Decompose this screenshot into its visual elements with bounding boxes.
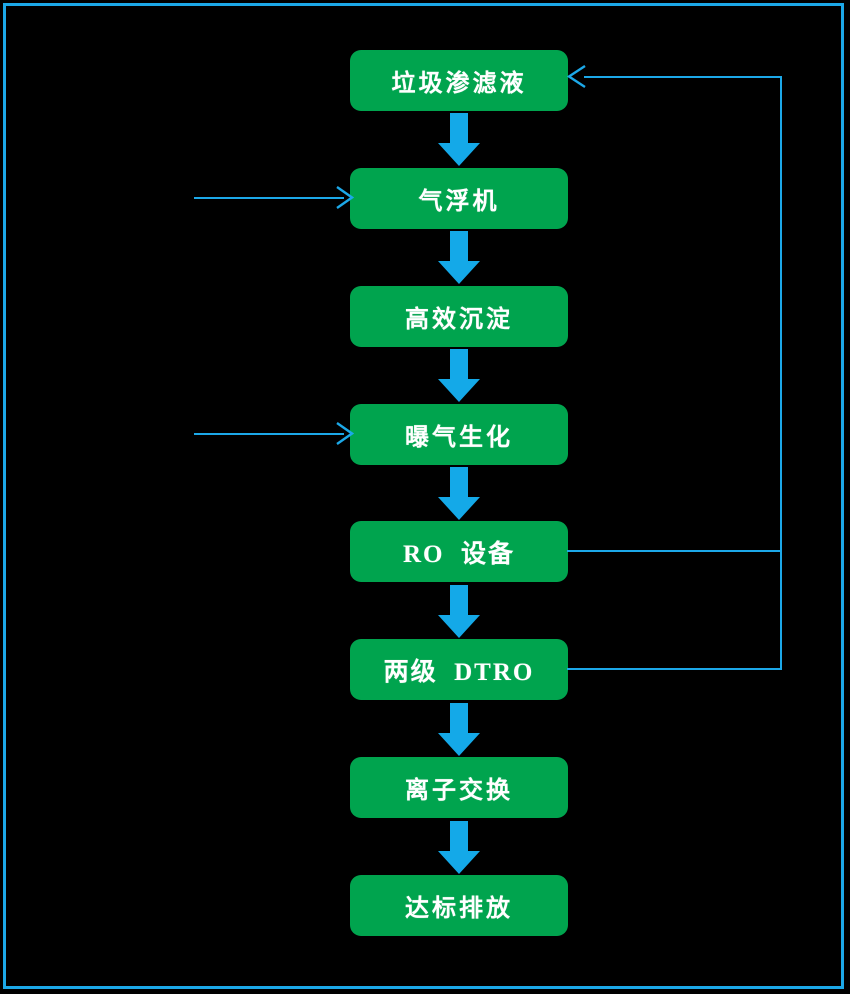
flow-arrow-down-icon-4 (437, 467, 481, 521)
process-node-5[interactable]: RO 设备 (350, 521, 568, 582)
process-node-6[interactable]: 两级 DTRO (350, 639, 568, 700)
recycle-return-head-icon (566, 65, 586, 88)
flow-arrow-down-icon-2 (437, 231, 481, 285)
input-arrow-1-line (194, 197, 344, 199)
recycle-line-from-dtro (567, 668, 782, 670)
recycle-line-from-ro (567, 550, 782, 552)
flow-arrow-down-icon-1 (437, 113, 481, 167)
input-arrow-2-head-icon (336, 422, 354, 445)
input-arrow-1-head-icon (336, 186, 354, 209)
flow-arrow-down-icon-3 (437, 349, 481, 403)
process-node-8[interactable]: 达标排放 (350, 875, 568, 936)
process-node-2[interactable]: 气浮机 (350, 168, 568, 229)
process-node-7[interactable]: 离子交换 (350, 757, 568, 818)
flow-arrow-down-icon-5 (437, 585, 481, 639)
process-node-4[interactable]: 曝气生化 (350, 404, 568, 465)
process-node-3[interactable]: 高效沉淀 (350, 286, 568, 347)
flow-arrow-down-icon-6 (437, 703, 481, 757)
flow-arrow-down-icon-7 (437, 821, 481, 875)
process-node-1[interactable]: 垃圾渗滤液 (350, 50, 568, 111)
input-arrow-2-line (194, 433, 344, 435)
diagram-frame-border (3, 3, 844, 989)
recycle-return-line (584, 76, 782, 78)
recycle-riser-line (780, 76, 782, 670)
